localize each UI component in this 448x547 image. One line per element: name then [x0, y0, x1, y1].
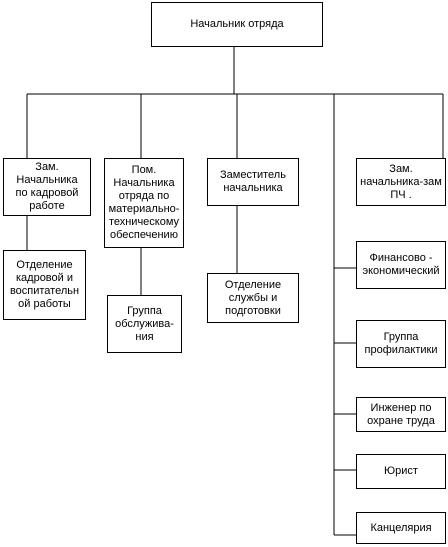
deputy-fire-box: Зам. начальника-зам ПЧ .: [356, 158, 446, 206]
deputy-chief-box: Заместитель начальника: [207, 158, 299, 206]
chancellery-box: Канцелярия: [356, 512, 446, 544]
finance-box: Финансово - экономический: [356, 241, 446, 289]
service-group-box: Группа обслужива- ния: [107, 295, 182, 353]
lawyer-box: Юрист: [356, 454, 446, 489]
personnel-dept-box: Отделение кадровой и воспитательн ой раб…: [3, 250, 86, 320]
service-training-box: Отделение службы и подготовки: [207, 273, 299, 323]
safety-engineer-box: Инженер по охране труда: [356, 397, 446, 432]
asst-material-box: Пом. Начальника отряда по материально- т…: [104, 158, 184, 248]
prevention-box: Группа профилактики: [356, 320, 446, 368]
deputy-personnel-box: Зам. Начальника по кадровой работе: [3, 158, 91, 216]
head-box: Начальник отряда: [151, 2, 323, 47]
